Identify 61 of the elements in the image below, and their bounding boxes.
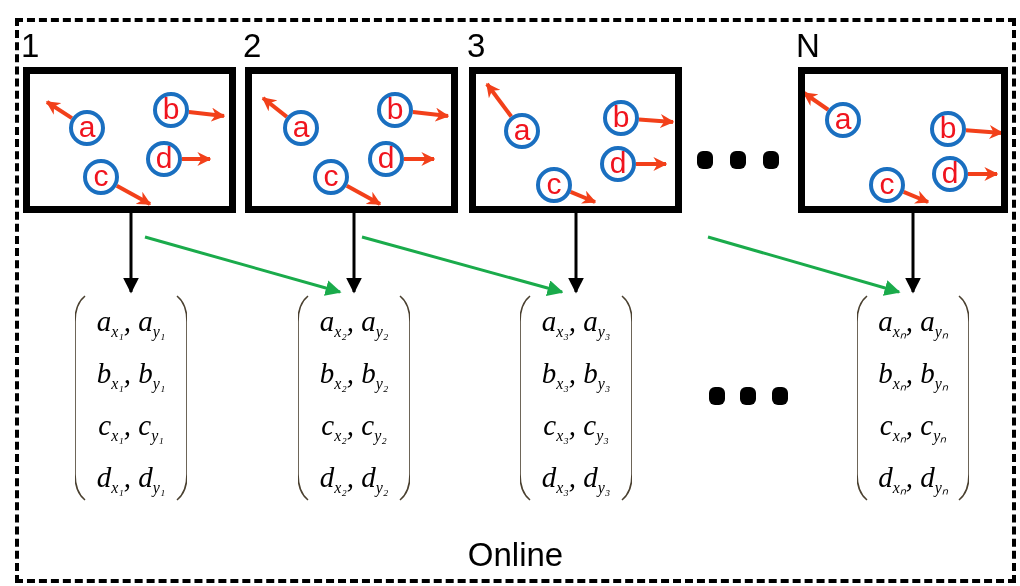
object-letter: c — [323, 162, 339, 190]
frame-number: N — [796, 27, 820, 65]
object-circle — [825, 102, 861, 138]
object-letter: c — [93, 162, 109, 190]
frame-number: 1 — [21, 27, 40, 65]
arrow — [188, 107, 226, 122]
object-letter: a — [513, 116, 531, 144]
arrow — [404, 152, 436, 166]
object-circle — [368, 141, 404, 177]
arrow — [261, 96, 289, 119]
object-circle — [603, 100, 639, 136]
arrow — [568, 213, 584, 294]
object-circle — [69, 110, 105, 146]
frame-number: 2 — [243, 27, 262, 65]
arrow — [965, 125, 1004, 140]
arrow — [361, 235, 564, 296]
object-letter: b — [162, 95, 180, 123]
arrow — [182, 152, 212, 166]
object-circle — [146, 141, 182, 177]
arrow — [346, 213, 362, 294]
object-circle — [377, 92, 413, 128]
object-circle — [83, 159, 119, 195]
object-letter: a — [78, 113, 96, 141]
object-circle — [600, 146, 636, 182]
object-letter: b — [386, 95, 404, 123]
object-letter: c — [546, 170, 562, 198]
object-circle — [536, 167, 572, 203]
boundary-label: Online — [467, 535, 564, 575]
arrow — [802, 91, 830, 112]
object-circle — [283, 110, 319, 146]
arrow — [45, 100, 73, 120]
object-circle — [504, 113, 540, 149]
object-letter: d — [609, 149, 627, 177]
arrow — [569, 190, 597, 204]
arrow — [707, 235, 901, 296]
arrow — [636, 157, 668, 171]
object-circle — [869, 167, 905, 203]
object-letter: a — [292, 113, 310, 141]
arrow — [905, 213, 921, 294]
arrow — [968, 167, 999, 181]
object-letter: d — [377, 144, 395, 172]
object-circle — [313, 159, 349, 195]
object-letter: a — [834, 105, 852, 133]
object-letter: d — [941, 159, 959, 187]
arrow — [412, 107, 450, 122]
arrow — [123, 213, 139, 294]
arrow — [638, 114, 675, 128]
dashed-boundary — [15, 18, 1016, 583]
object-letter: b — [612, 103, 630, 131]
frame-number: 3 — [467, 27, 486, 65]
arrow — [144, 235, 342, 296]
arrow — [115, 183, 152, 206]
object-letter: c — [879, 170, 895, 198]
arrow — [485, 82, 513, 118]
object-circle — [930, 111, 966, 147]
object-circle — [153, 92, 189, 128]
arrow — [902, 190, 930, 204]
object-letter: b — [939, 114, 957, 142]
arrow — [345, 183, 382, 206]
object-letter: d — [155, 144, 173, 172]
object-circle — [932, 156, 968, 192]
